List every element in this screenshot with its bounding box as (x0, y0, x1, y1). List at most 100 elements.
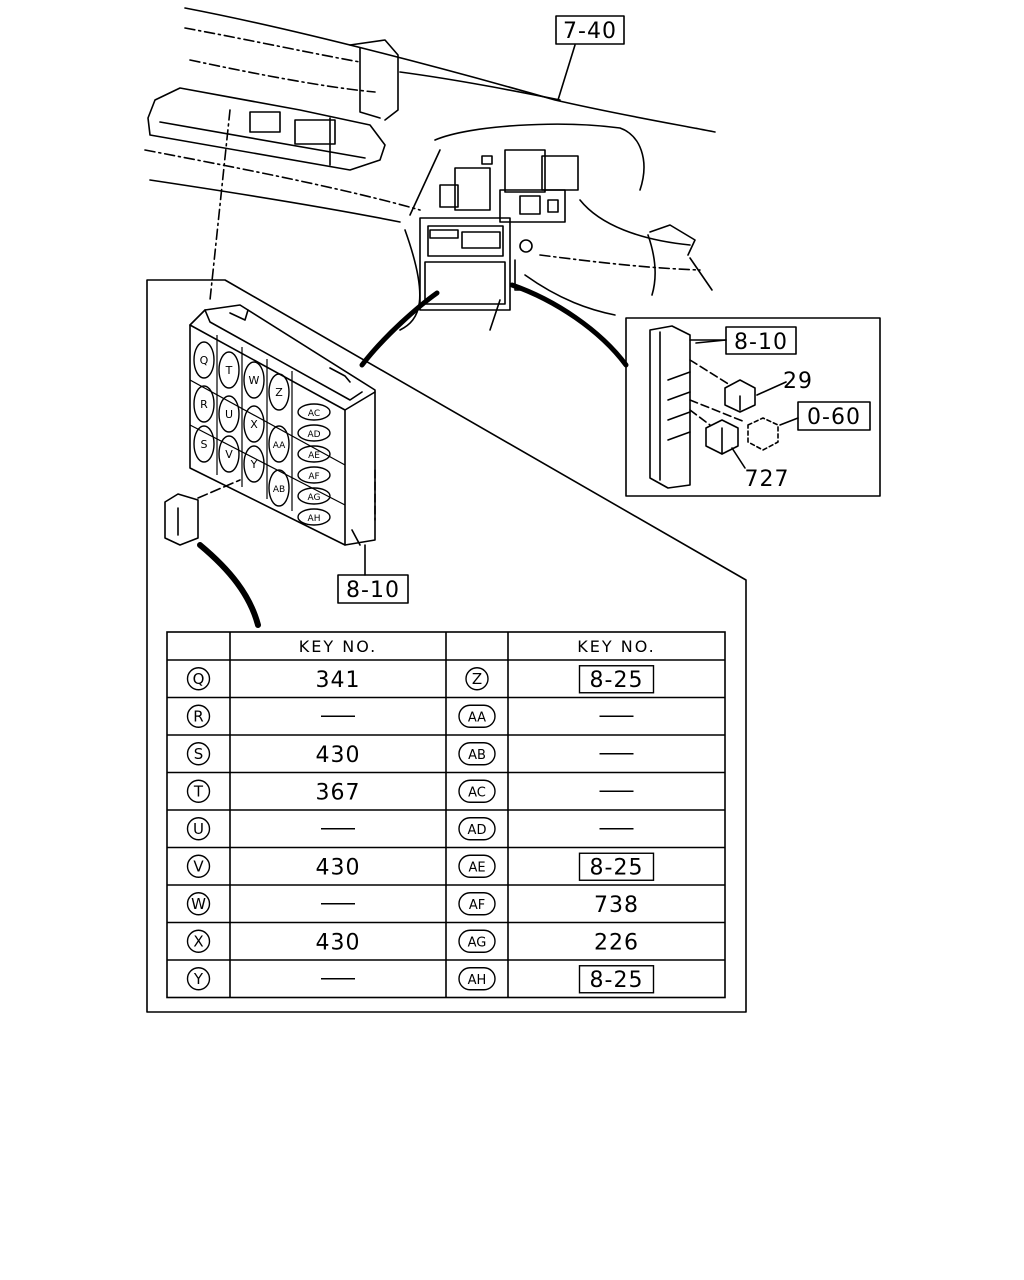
table-cell-right-value: — (599, 742, 634, 767)
table-symbol: Z (465, 667, 489, 691)
svg-text:AE: AE (468, 860, 485, 875)
table-cell-right-value: 8-25 (578, 852, 655, 881)
callout-0-60: 0-60 (807, 405, 861, 430)
table-cell-right-value: 226 (594, 930, 639, 955)
connector-af: AF (297, 466, 331, 484)
svg-text:X: X (193, 932, 203, 950)
table-symbol: AG (458, 929, 496, 953)
svg-text:—: — (605, 817, 628, 842)
connector-t: T (218, 351, 240, 389)
relay-detail-frame (625, 317, 881, 497)
svg-text:—: — (327, 704, 350, 729)
connector-ac: AC (297, 403, 331, 421)
svg-text:—: — (605, 779, 628, 804)
svg-text:367: 367 (316, 780, 361, 805)
svg-text:S: S (201, 438, 208, 451)
connector-ag: AG (297, 487, 331, 505)
svg-text:S: S (194, 745, 204, 763)
table-symbol: R (186, 704, 211, 728)
svg-text:T: T (225, 364, 233, 377)
connector-ad: AD (297, 424, 331, 442)
callout-8-10-box (337, 574, 409, 604)
table-symbol: V (186, 854, 211, 878)
svg-text:AD: AD (468, 823, 487, 838)
svg-text:V: V (225, 448, 233, 461)
svg-text:W: W (249, 374, 260, 387)
svg-text:Q: Q (200, 354, 209, 367)
svg-text:8-25: 8-25 (590, 968, 644, 993)
svg-text:Z: Z (275, 386, 283, 399)
connector-x: X (243, 405, 265, 443)
svg-text:AF: AF (308, 472, 319, 482)
callout-0-60-box (797, 401, 871, 431)
table-cell-left-value: 367 (316, 780, 361, 805)
svg-text:W: W (191, 895, 206, 913)
svg-text:430: 430 (316, 930, 361, 955)
table-cell-left-value: — (321, 892, 355, 917)
svg-text:430: 430 (316, 855, 361, 880)
svg-text:8-25: 8-25 (590, 668, 644, 693)
connector-s: S (193, 425, 215, 463)
table-symbol: AB (458, 742, 496, 766)
svg-text:AC: AC (468, 785, 486, 800)
callout-29: 29 (783, 369, 813, 394)
connector-aa: AA (268, 425, 290, 463)
table-symbol: T (186, 779, 211, 803)
table-cell-left-value: — (321, 704, 355, 729)
connector-w: W (243, 361, 265, 399)
svg-text:—: — (327, 967, 350, 992)
svg-text:AC: AC (308, 409, 320, 419)
svg-text:—: — (605, 742, 628, 767)
connector-ab: AB (268, 469, 290, 507)
svg-text:738: 738 (594, 893, 639, 918)
svg-text:AG: AG (468, 935, 487, 950)
connector-q: Q (193, 341, 215, 379)
table-symbol: AC (458, 779, 496, 803)
table-cell-left-value: 430 (316, 855, 361, 880)
connector-r: R (193, 385, 215, 423)
connector-ae: AE (297, 445, 331, 463)
callout-7-40-box (555, 15, 625, 45)
callout-8-10-top: 8-10 (734, 330, 788, 355)
table-cell-left-value: 430 (316, 930, 361, 955)
header-key-no-right: KEY NO. (577, 637, 655, 656)
fuse-box-illustration (164, 304, 376, 576)
table-cell-left-value: — (321, 817, 355, 842)
svg-text:AE: AE (308, 451, 320, 461)
svg-text:430: 430 (316, 743, 361, 768)
connector-v: V (218, 435, 240, 473)
svg-text:AB: AB (273, 485, 285, 495)
table-cell-right-value: — (599, 715, 634, 718)
table-symbol: AH (458, 967, 496, 991)
svg-text:AB: AB (468, 748, 486, 763)
svg-text:AH: AH (308, 514, 321, 524)
svg-text:8-25: 8-25 (590, 855, 644, 880)
svg-text:U: U (193, 820, 204, 838)
svg-text:AA: AA (273, 441, 286, 451)
table-cell-right-value: — (599, 779, 634, 804)
table-symbol: Y (186, 967, 211, 991)
svg-text:U: U (225, 408, 233, 421)
table-cell-left-value: 341 (316, 668, 360, 693)
svg-text:—: — (327, 892, 350, 917)
svg-text:226: 226 (594, 930, 639, 955)
table-cell-right-value: 8-25 (578, 965, 655, 994)
header-key-no-left: KEY NO. (299, 637, 377, 656)
table-symbol: Q (186, 667, 211, 691)
svg-text:AG: AG (308, 493, 321, 503)
callout-8-10: 8-10 (346, 578, 400, 603)
table-symbol: AA (458, 704, 496, 728)
svg-text:—: — (327, 817, 350, 842)
svg-text:Y: Y (193, 970, 204, 988)
svg-text:V: V (193, 857, 204, 875)
svg-text:AH: AH (468, 973, 487, 988)
svg-text:AF: AF (469, 898, 485, 913)
svg-text:Q: Q (193, 670, 205, 688)
table-symbol: AF (458, 892, 496, 916)
svg-text:AA: AA (468, 710, 486, 725)
table-cell-right-value: — (599, 817, 634, 842)
svg-text:X: X (250, 418, 258, 431)
table-cell-right-value: 8-25 (578, 665, 655, 694)
svg-text:Y: Y (250, 458, 258, 471)
